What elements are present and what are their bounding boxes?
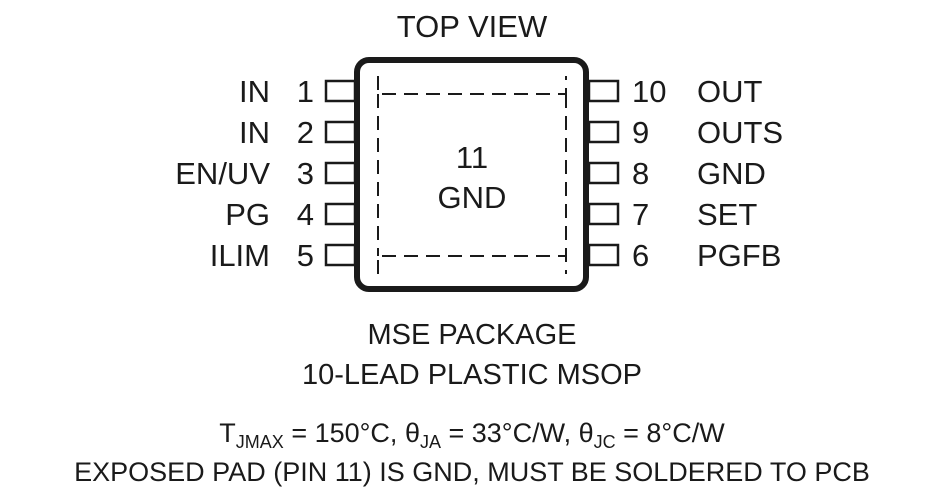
pin-3-name: EN/UV [175, 156, 270, 191]
theta-jc-value: = 8°C/W [616, 418, 726, 448]
pin-1-number: 1 [297, 74, 314, 109]
pin-3-lead [324, 161, 357, 185]
pin-8-number: 8 [632, 156, 649, 191]
pin-10-name: OUT [697, 74, 763, 109]
pin-10: 10 OUT [587, 74, 763, 109]
pin-3: 3 EN/UV [175, 156, 357, 191]
theta-jc-symbol: θ [579, 418, 594, 448]
theta-ja-value: = 33°C/W, [441, 418, 579, 448]
pin-6-number: 6 [632, 238, 649, 273]
pin-1-name: IN [239, 74, 270, 109]
pin-10-number: 10 [632, 74, 666, 109]
pin-9-number: 9 [632, 115, 649, 150]
pin-9-name: OUTS [697, 115, 783, 150]
pin-5: 5 ILIM [210, 238, 357, 273]
pin-6: 6 PGFB [587, 238, 781, 273]
pin-2-lead [324, 120, 357, 144]
theta-jc-subscript: JC [594, 432, 616, 452]
pin-3-number: 3 [297, 156, 314, 191]
pin-5-name: ILIM [210, 238, 270, 273]
pin-8-name: GND [697, 156, 766, 191]
pin-2-name: IN [239, 115, 270, 150]
pin-10-lead [587, 79, 620, 103]
theta-ja-subscript: JA [420, 432, 441, 452]
pin-2-number: 2 [297, 115, 314, 150]
thermal-specs: TJMAX = 150°C, θJA = 33°C/W, θJC = 8°C/W [219, 418, 725, 452]
pin-2: 2 IN [239, 115, 357, 150]
pin-4-number: 4 [297, 197, 314, 232]
pin-6-name: PGFB [697, 238, 781, 273]
pin-7-name: SET [697, 197, 757, 232]
tjmax-value: = 150°C, [284, 418, 405, 448]
pin-4-lead [324, 202, 357, 226]
pin-7-lead [587, 202, 620, 226]
view-title: TOP VIEW [397, 9, 548, 44]
pin-7-number: 7 [632, 197, 649, 232]
pin-9: 9 OUTS [587, 115, 783, 150]
theta-ja-symbol: θ [405, 418, 420, 448]
pin-1-lead [324, 79, 357, 103]
pin-7: 7 SET [587, 197, 757, 232]
pin-1: 1 IN [239, 74, 357, 109]
pin-5-number: 5 [297, 238, 314, 273]
exposed-pad-number: 11 [456, 140, 488, 175]
pin-9-lead [587, 120, 620, 144]
package-name: MSE PACKAGE [368, 319, 577, 351]
package-description: 10-LEAD PLASTIC MSOP [302, 359, 642, 391]
pin-5-lead [324, 243, 357, 267]
pin-6-lead [587, 243, 620, 267]
tjmax-subscript: JMAX [236, 432, 284, 452]
tjmax-symbol: T [219, 418, 236, 448]
package-body [354, 57, 589, 292]
exposed-pad-note: EXPOSED PAD (PIN 11) IS GND, MUST BE SOL… [74, 457, 870, 487]
pin-4: 4 PG [225, 197, 357, 232]
exposed-pad-name: GND [438, 180, 507, 215]
pin-8: 8 GND [587, 156, 766, 191]
exposed-pad-outline [377, 76, 567, 274]
pin-4-name: PG [225, 197, 270, 232]
pin-8-lead [587, 161, 620, 185]
